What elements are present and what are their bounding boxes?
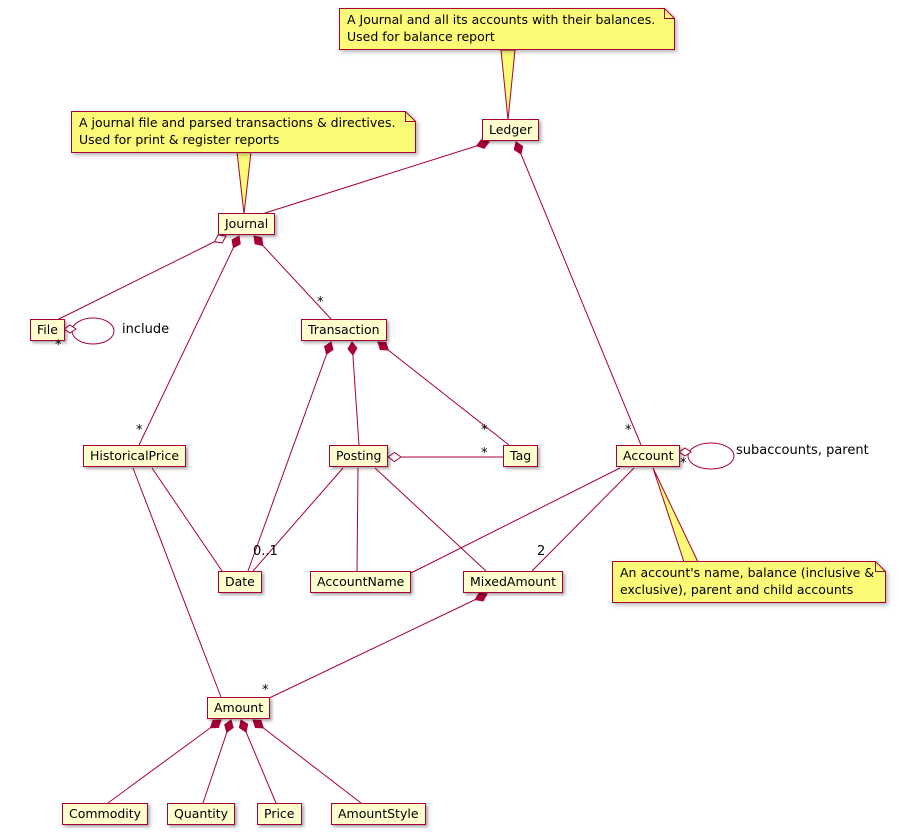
class-quantity: Quantity: [167, 803, 236, 825]
file-include-loop: [71, 317, 115, 345]
multiplicity-file-include: *: [55, 338, 62, 353]
composition-diamond: [377, 341, 389, 351]
relation-edge: [377, 341, 510, 446]
composition-diamond: [513, 141, 524, 155]
relation-edge: [247, 341, 332, 572]
relation-edge: [253, 235, 332, 320]
multiplicity-mixedamount-amount: *: [262, 683, 269, 698]
relation-edge: [151, 467, 223, 572]
relation-edge: [56, 235, 227, 321]
class-file: File: [30, 319, 65, 341]
composition-diamond: [252, 719, 264, 729]
note-ledger: A Journal and all its accounts with thei…: [339, 8, 675, 50]
class-posting: Posting: [329, 445, 389, 467]
note-journal-shape: [71, 111, 416, 153]
multiplicity-ledger-account: *: [625, 423, 632, 438]
class-transaction: Transaction: [301, 319, 387, 341]
relation-edge: [138, 235, 240, 446]
class-price: Price: [257, 803, 302, 825]
multiplicity-journal-transaction: *: [317, 295, 324, 310]
note-account-shape: [612, 561, 886, 603]
relation-edge: [262, 593, 488, 702]
composition-diamond: [231, 235, 241, 249]
label-file-include: include: [122, 322, 170, 337]
composition-diamond: [253, 235, 264, 247]
composition-diamond: [324, 341, 334, 356]
class-tag: Tag: [503, 445, 539, 467]
relation-edge: [531, 467, 635, 572]
relation-edge: [261, 141, 490, 215]
multiplicity-account-subaccounts: *: [680, 456, 687, 471]
relation-edge: [132, 467, 222, 698]
note-tail-account: [652, 467, 699, 563]
note-journal: A journal file and parsed transactions &…: [71, 111, 416, 153]
class-account: Account: [616, 445, 681, 467]
note-tail-journal: [236, 151, 252, 215]
relation-edge: [252, 467, 344, 572]
relation-edge: [240, 719, 277, 804]
account-subaccounts-loop: [687, 442, 735, 470]
multiplicity-account-mixedamount: 2: [537, 544, 546, 559]
class-mixedamount: MixedAmount: [463, 571, 564, 593]
class-historicalprice: HistoricalPrice: [83, 445, 187, 467]
note-ledger-shape: [339, 8, 675, 50]
relation-edge: [107, 719, 222, 804]
relation-edge: [252, 719, 362, 804]
note-account: An account's name, balance (inclusive & …: [612, 561, 886, 603]
relation-edge: [351, 341, 360, 446]
relation-edge: [356, 467, 359, 572]
relation-edge: [374, 467, 487, 572]
composition-diamond: [347, 341, 358, 356]
multiplicity-transaction-date: 0..1: [253, 544, 278, 559]
class-journal: Journal: [218, 213, 276, 235]
class-amount: Amount: [207, 697, 271, 719]
relation-edge: [202, 719, 232, 804]
file-aggregation-diamond: [63, 324, 77, 334]
note-journal-text: A journal file and parsed transactions &…: [79, 115, 396, 147]
note-account-text: An account's name, balance (inclusive & …: [620, 565, 875, 597]
label-account-subaccounts: subaccounts, parent: [736, 443, 869, 458]
class-amountstyle: AmountStyle: [331, 803, 426, 825]
multiplicity-journal-historicalprice: *: [136, 423, 143, 438]
note-ledger-text: A Journal and all its accounts with thei…: [347, 12, 656, 44]
composition-diamond: [474, 592, 488, 602]
aggregation-diamond: [213, 234, 227, 244]
composition-diamond: [224, 719, 234, 734]
relation-edge: [402, 467, 621, 578]
class-date: Date: [218, 571, 262, 593]
aggregation-diamond: [387, 451, 402, 463]
note-tail-ledger: [500, 49, 516, 121]
relation-edge: [515, 141, 642, 446]
composition-diamond: [209, 719, 222, 729]
multiplicity-posting-tag: *: [481, 446, 488, 461]
multiplicity-transaction-tag: *: [481, 423, 488, 438]
class-ledger: Ledger: [482, 119, 540, 141]
class-accountname: AccountName: [310, 571, 412, 593]
composition-diamond: [238, 719, 249, 733]
account-aggregation-diamond: [678, 447, 692, 457]
class-commodity: Commodity: [62, 803, 149, 825]
